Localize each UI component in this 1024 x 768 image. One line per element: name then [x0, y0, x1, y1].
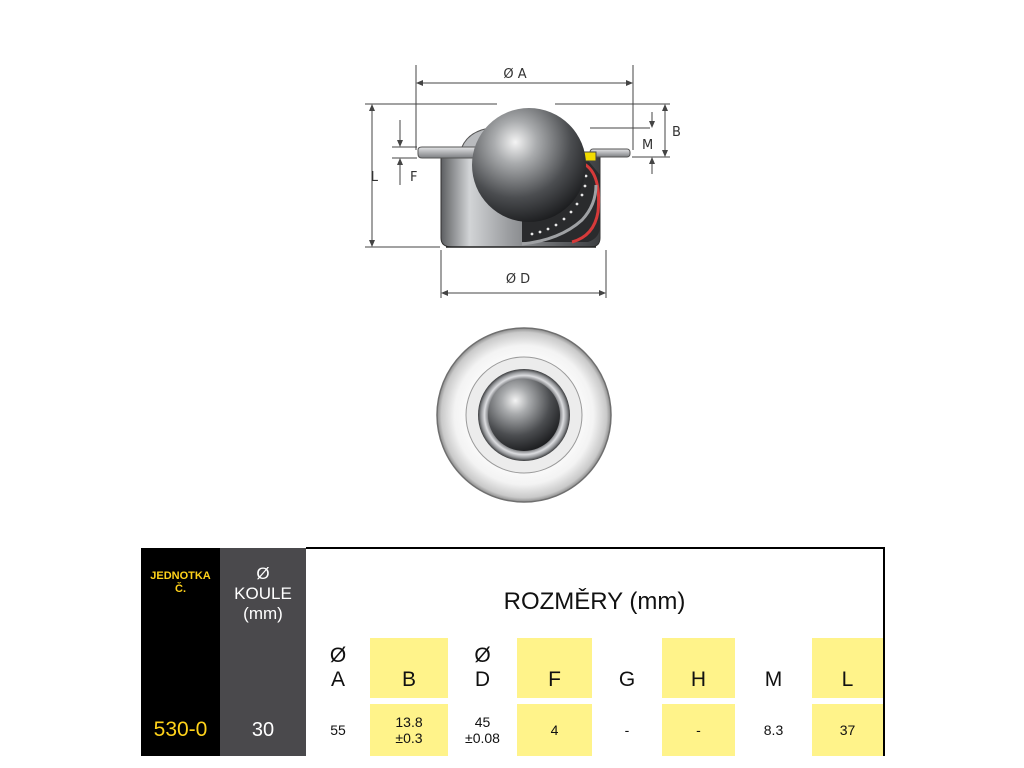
ball-diameter: 30 [220, 704, 306, 756]
label-dia-d: Ø D [506, 272, 530, 287]
dimension-labels: Ø A L F B M Ø D [371, 67, 681, 287]
unit-header-line1: JEDNOTKA [150, 570, 211, 582]
unit-number: 530-0 [141, 704, 220, 756]
ball-header-unit: (mm) [243, 604, 283, 623]
label-f: F [410, 170, 417, 185]
label-l: L [371, 170, 379, 185]
separator [220, 698, 306, 704]
value-d: 45±0.08 [448, 704, 517, 756]
dimension-lines [365, 65, 670, 298]
ball-header: Ø KOULE (mm) [220, 548, 306, 698]
value-m: 8.3 [735, 704, 812, 756]
col-header-m: M [735, 638, 812, 698]
col-header-l: L [812, 638, 885, 698]
table-title: ROZMĚRY (mm) [306, 547, 885, 638]
value-l: 37 [812, 704, 885, 756]
technical-drawings: Ø A L F B M Ø D [365, 65, 681, 503]
unit-header: JEDNOTKA Č. [141, 548, 220, 698]
ball-header-symbol: Ø [256, 564, 270, 583]
ball-header-name: KOULE [234, 584, 292, 603]
label-m: M [642, 138, 653, 153]
separator [306, 698, 885, 704]
value-f: 4 [517, 704, 592, 756]
value-a: 55 [306, 704, 370, 756]
separator [141, 698, 220, 704]
col-header-f: F [517, 638, 592, 698]
top-view-drawing [436, 327, 612, 503]
col-header-b: B [370, 638, 448, 698]
unit-header-line2: Č. [175, 583, 186, 595]
value-b: 13.8±0.3 [370, 704, 448, 756]
value-g: - [592, 704, 662, 756]
col-header-h: H [662, 638, 735, 698]
label-b: B [672, 125, 681, 140]
side-view-drawing [417, 108, 631, 248]
col-header-g: G [592, 638, 662, 698]
label-dia-a: Ø A [503, 67, 526, 82]
value-h: - [662, 704, 735, 756]
